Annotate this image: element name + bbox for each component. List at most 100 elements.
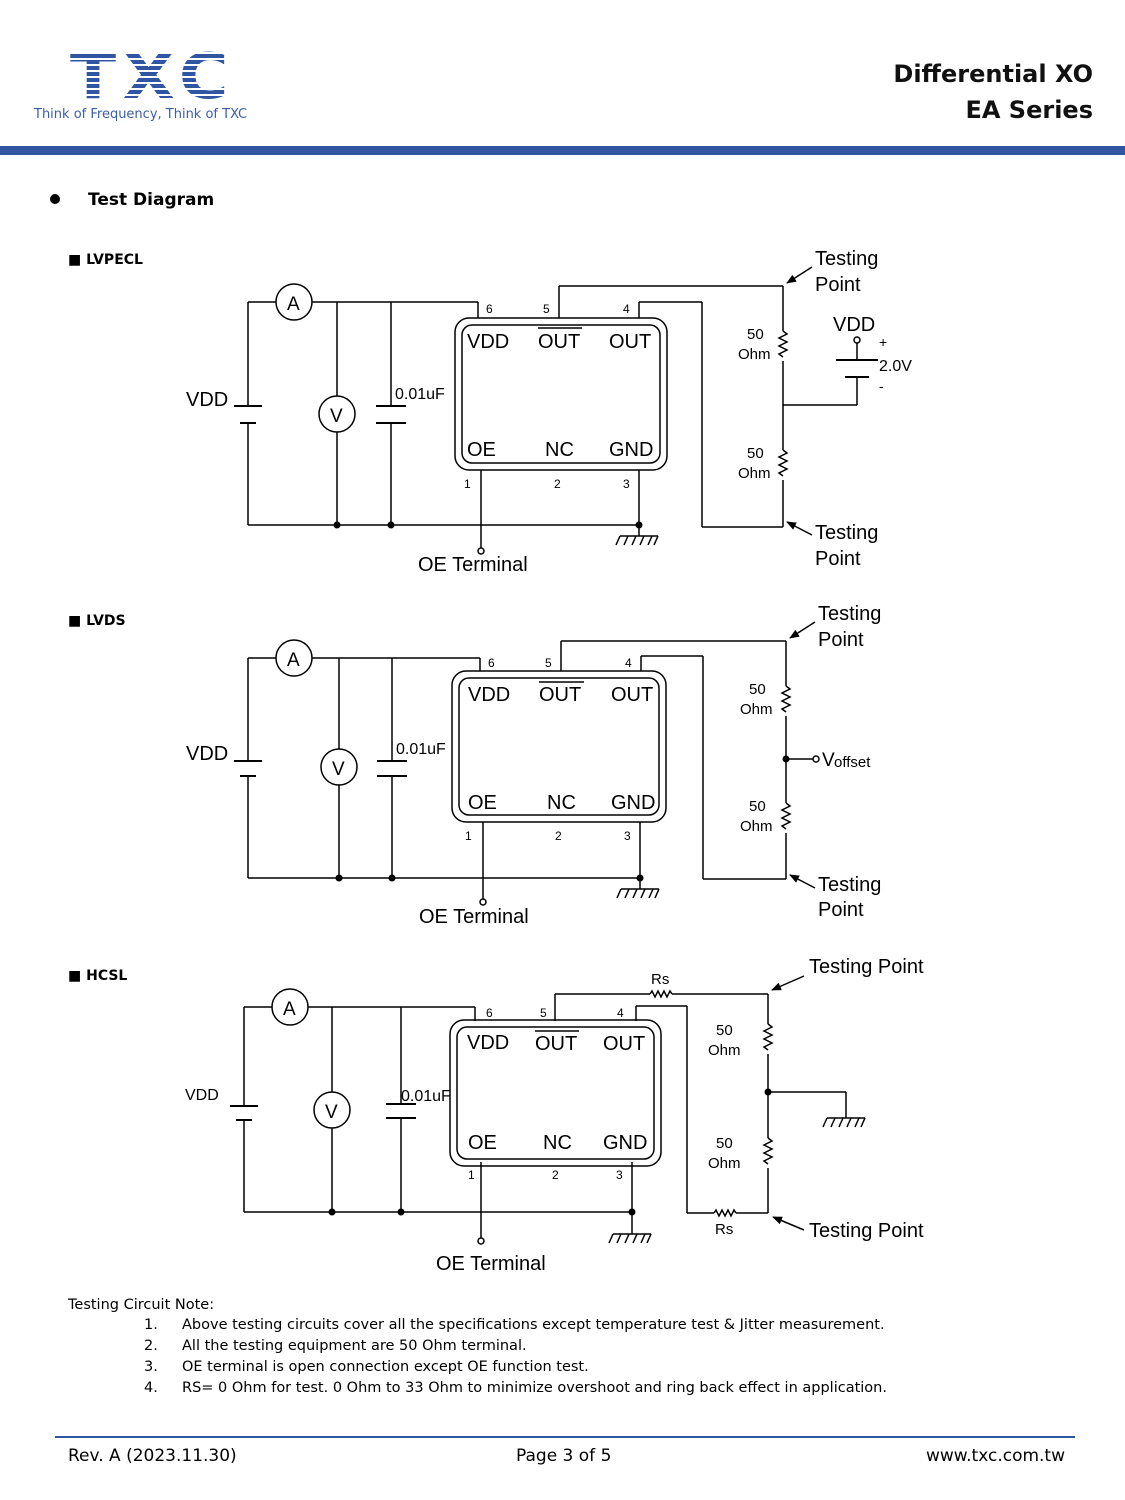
circuit-label: NC xyxy=(543,1132,572,1154)
circuit-label: 50 xyxy=(716,1022,733,1039)
circuit-label: OUT xyxy=(539,684,581,706)
circuit-label: 50 xyxy=(747,445,764,462)
circuit-label: Testing xyxy=(815,248,878,270)
circuit-label: Point xyxy=(818,899,864,921)
circuit-label: OE xyxy=(468,1132,497,1154)
circuit-label: VDD xyxy=(833,314,875,336)
voltmeter-icon xyxy=(320,748,358,786)
testing-circuit-notes: Testing Circuit Note: 1. Above testing c… xyxy=(68,1297,887,1401)
vdd-node xyxy=(853,336,861,344)
lvds-circuit xyxy=(234,621,816,900)
circuit-label: Testing xyxy=(818,874,881,896)
test-circuit-diagrams: VDD A V 0.01uF VDD OUT OUT OE NC GND 6 5… xyxy=(185,248,924,1275)
notes-title: Testing Circuit Note: xyxy=(68,1297,215,1313)
lvpecl-circuit xyxy=(234,266,878,549)
circuit-label: OE Terminal xyxy=(436,1253,546,1275)
circuit-label: GND xyxy=(603,1132,647,1154)
circuit-label: Rs xyxy=(651,971,669,988)
circuit-label: Ohm xyxy=(740,701,773,718)
voltmeter-icon xyxy=(318,395,356,433)
circuit-label: Testing Point xyxy=(809,1220,924,1242)
circuit-label: - xyxy=(879,378,884,394)
circuit-label: Testing Point xyxy=(809,956,924,978)
hcsl-label: ■ HCSL xyxy=(68,968,128,984)
circuit-label: 0.01uF xyxy=(401,1088,451,1105)
circuit-label: OE xyxy=(467,439,496,461)
circuit-label: 50 xyxy=(747,326,764,343)
circuit-label: 50 xyxy=(749,798,766,815)
lvpecl-label: ■ LVPECL xyxy=(68,252,143,268)
circuit-label: 2 xyxy=(554,477,561,491)
txc-logo: TXC xyxy=(70,48,235,113)
circuit-label: OUT xyxy=(611,684,653,706)
circuit-label: OUT xyxy=(603,1033,645,1055)
circuit-label: NC xyxy=(547,792,576,814)
circuit-label: Ohm xyxy=(708,1155,741,1172)
circuit-label: 50 xyxy=(749,681,766,698)
circuit-label: VDD xyxy=(468,684,510,706)
circuit-label: 50 xyxy=(716,1135,733,1152)
circuit-label: 4 xyxy=(625,656,632,670)
hcsl-text: VDD A V 0.01uF VDD OUT OUT OE NC GND 6 5… xyxy=(185,956,924,1275)
circuit-label: 4 xyxy=(623,302,630,316)
circuit-label: 1 xyxy=(468,1168,475,1182)
note-item: 2. All the testing equipment are 50 Ohm … xyxy=(144,1338,527,1354)
logo-tagline: Think of Frequency, Think of TXC xyxy=(34,107,248,122)
circuit-label: 6 xyxy=(488,656,495,670)
circuit-label: 0.01uF xyxy=(395,386,445,403)
circuit-label: 4 xyxy=(617,1006,624,1020)
page-number: Page 3 of 5 xyxy=(516,1446,612,1466)
lvpecl-text: VDD A V 0.01uF VDD OUT OUT OE NC GND 6 5… xyxy=(186,248,912,576)
oe-terminal-node xyxy=(477,1237,485,1245)
revision: Rev. A (2023.11.30) xyxy=(68,1446,237,1466)
circuit-label: Point xyxy=(815,274,861,296)
circuit-label: Testing xyxy=(818,603,881,625)
circuit-label: A xyxy=(287,650,300,671)
voltmeter-icon xyxy=(313,1091,351,1129)
circuit-label: 2 xyxy=(555,829,562,843)
ammeter-icon xyxy=(275,639,313,677)
ammeter-icon xyxy=(271,988,309,1026)
circuit-label: VDD xyxy=(186,389,228,411)
note-item: 3. OE terminal is open connection except… xyxy=(144,1359,589,1375)
circuit-label: 3 xyxy=(624,829,631,843)
circuit-label: Ohm xyxy=(708,1042,741,1059)
title-line-2: EA Series xyxy=(965,96,1093,124)
header-divider xyxy=(0,146,1125,155)
circuit-label: A xyxy=(287,294,300,315)
circuit-label: V xyxy=(330,406,343,427)
circuit-label: OE xyxy=(468,792,497,814)
circuit-label: Point xyxy=(818,629,864,651)
circuit-label: 3 xyxy=(616,1168,623,1182)
circuit-label: VDD xyxy=(185,1087,219,1104)
circuit-label: 3 xyxy=(623,477,630,491)
circuit-label: 1 xyxy=(465,829,472,843)
circuit-label: OUT xyxy=(609,331,651,353)
circuit-label: VDD xyxy=(467,1032,509,1054)
lvds-text: VDD A V 0.01uF VDD OUT OUT OE NC GND 6 5… xyxy=(186,603,881,928)
title-line-1: Differential XO xyxy=(893,60,1093,88)
circuit-label: VDD xyxy=(186,743,228,765)
footer-divider xyxy=(55,1436,1075,1438)
website-link[interactable]: www.txc.com.tw xyxy=(925,1446,1065,1466)
circuit-label: Ohm xyxy=(740,818,773,835)
circuit-label: V xyxy=(822,750,835,771)
hcsl-circuit xyxy=(230,975,866,1244)
circuit-label: offset xyxy=(834,754,871,771)
circuit-label: GND xyxy=(609,439,653,461)
document-title: Differential XO EA Series xyxy=(893,56,1093,128)
logo-text: TXC xyxy=(70,48,235,113)
circuit-label: 2 xyxy=(552,1168,559,1182)
circuit-label: VDD xyxy=(467,331,509,353)
circuit-label: NC xyxy=(545,439,574,461)
oe-terminal-node xyxy=(477,547,485,555)
circuit-label: 0.01uF xyxy=(396,741,446,758)
circuit-label: 5 xyxy=(540,1006,547,1020)
circuit-label: V xyxy=(325,1102,338,1123)
circuit-label: OE Terminal xyxy=(418,554,528,576)
ammeter-icon xyxy=(275,283,313,321)
circuit-label: OE Terminal xyxy=(419,906,529,928)
circuit-label: Rs xyxy=(715,1221,733,1238)
voffset-node xyxy=(812,755,820,763)
circuit-label: 2.0V xyxy=(879,358,912,375)
